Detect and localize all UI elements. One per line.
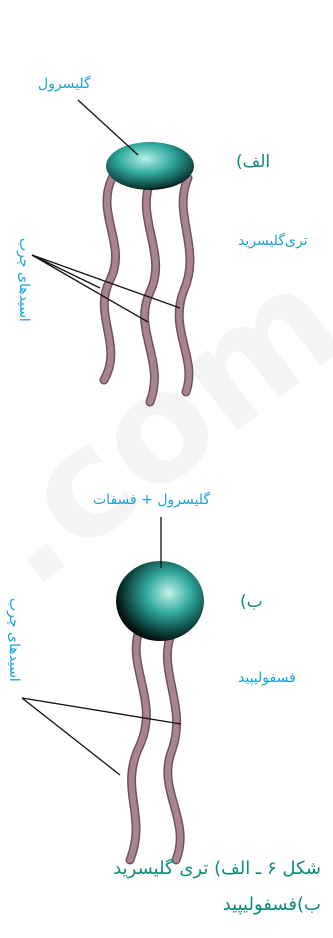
figure-caption-line2: ب)فسفولیپید bbox=[223, 894, 321, 915]
triglyceride-label: تری‌گلیسرید bbox=[238, 233, 308, 249]
fatty-acids-label-a: اسیدهای چرب bbox=[16, 238, 32, 322]
figure-b-letter: ب) bbox=[240, 592, 263, 612]
leader-lines-b bbox=[22, 517, 181, 775]
phospholipid-label: فسفولیپید bbox=[238, 670, 296, 686]
glycerol-label-a: گلیسرول bbox=[38, 76, 91, 92]
glycerol-phosphate-head-b bbox=[116, 561, 204, 641]
fatty-acid-tails-a bbox=[104, 178, 190, 402]
glycerol-phosphate-label: گلیسرول + فسفات bbox=[93, 492, 210, 508]
figure-a-letter: الف) bbox=[236, 152, 270, 172]
figure-caption-line1: شکل ۶ ـ الف) تری گلیسرید bbox=[113, 858, 321, 879]
glycerol-head-a bbox=[106, 142, 194, 190]
fatty-acids-label-b: اسیدهای چرب bbox=[6, 598, 22, 682]
fatty-acid-tails-b bbox=[130, 628, 180, 860]
